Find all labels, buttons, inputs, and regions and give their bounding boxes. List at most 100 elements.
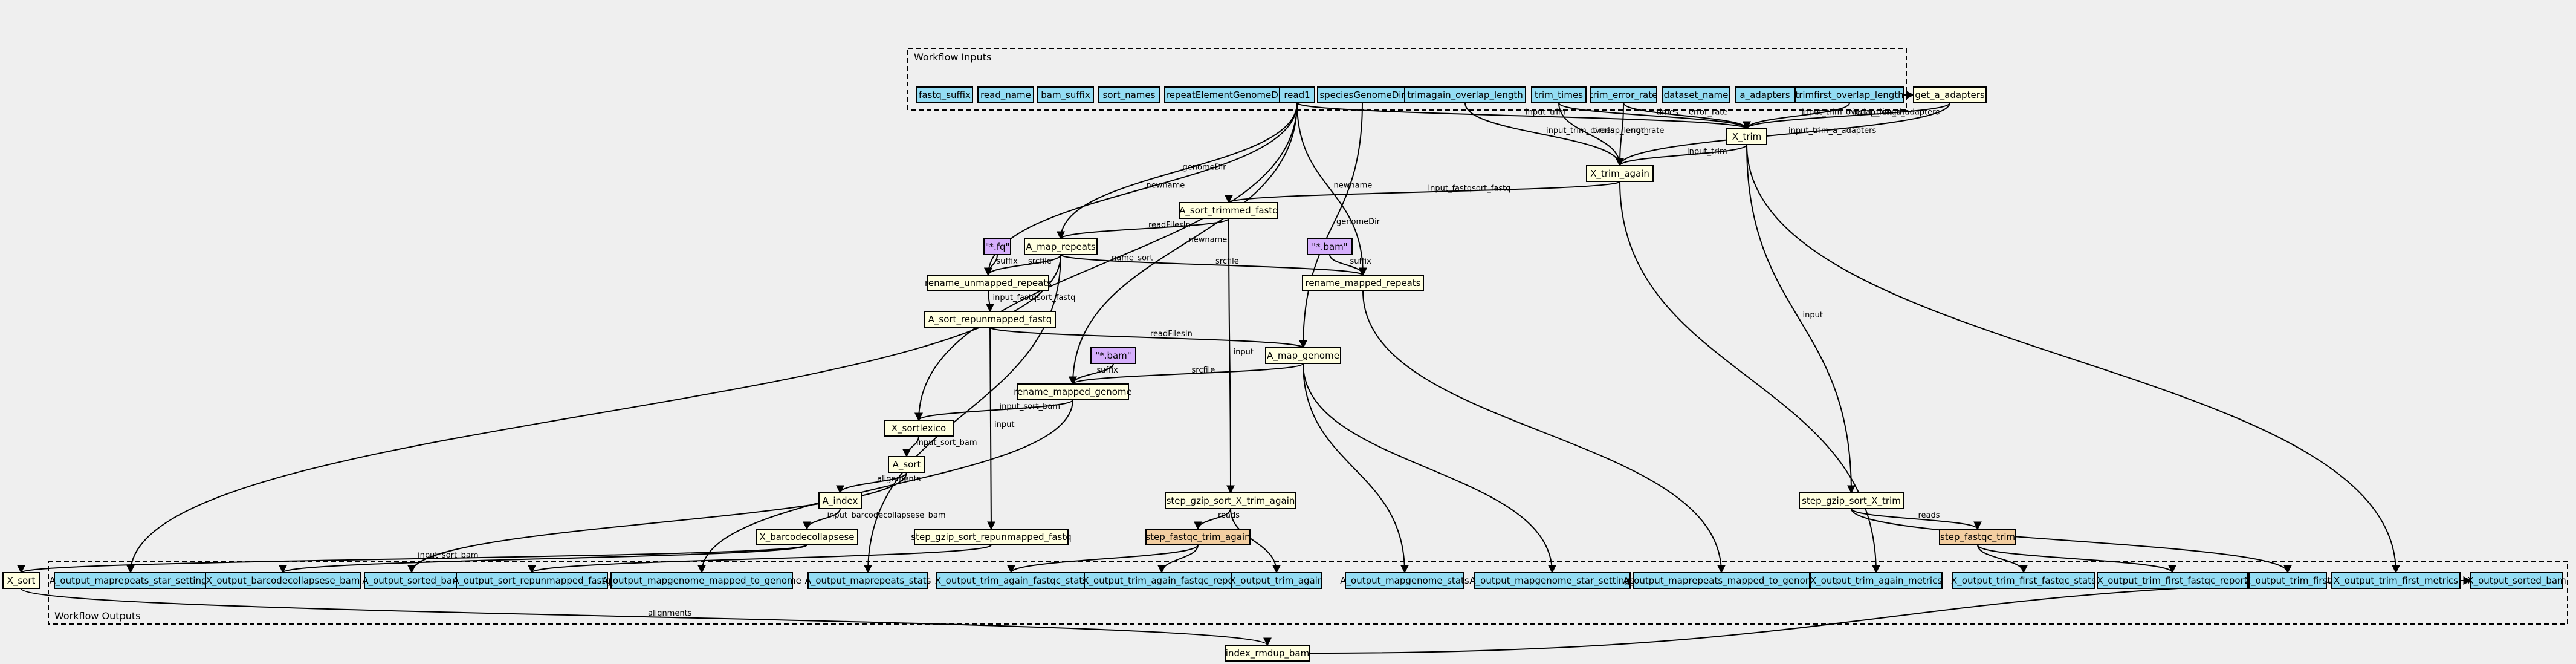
node-A-sort[interactable]: A_sort <box>888 456 925 473</box>
node-index-rmdup-bam[interactable]: index_rmdup_bam <box>1225 645 1310 662</box>
node-speciesGenomeDir[interactable]: speciesGenomeDir <box>1317 86 1408 103</box>
node-o-maprepeats-stats[interactable]: A_output_maprepeats_stats <box>805 572 931 589</box>
node-box-X-sort[interactable] <box>2 572 40 589</box>
node-rename-mapped-genome[interactable]: rename_mapped_genome <box>1014 383 1132 400</box>
node-box-trimfirst-overlap-length[interactable] <box>1794 86 1904 103</box>
node-X-barcodecollapsese[interactable]: X_barcodecollapsese <box>756 529 858 545</box>
node-box-X-sortlexico[interactable] <box>884 420 954 437</box>
node-box-o-trim-first-metrics[interactable] <box>2331 572 2461 589</box>
node-box-trimagain-overlap-length[interactable] <box>1404 86 1526 103</box>
node-box-o-trim-again-fastqc-stats[interactable] <box>936 572 1087 589</box>
node-box-fastq-suffix[interactable] <box>916 86 973 103</box>
node-box-A-map-repeats[interactable] <box>1024 238 1098 255</box>
node-step-gzip-sort-X-trim[interactable]: step_gzip_sort_X_trim <box>1799 492 1904 509</box>
node-fastq-suffix[interactable]: fastq_suffix <box>916 86 973 103</box>
node-box-rename-mapped-genome[interactable] <box>1017 383 1129 400</box>
node-o-trim-again[interactable]: X_output_trim_again <box>1230 572 1324 589</box>
node-box-o-trim-again[interactable] <box>1231 572 1322 589</box>
node-box-sort-names[interactable] <box>1098 86 1160 103</box>
node-o-trim-first[interactable]: X_output_trim_first <box>2245 572 2331 589</box>
node-a-adapters[interactable]: a_adapters <box>1735 86 1795 103</box>
node-dataset-name[interactable]: dataset_name <box>1662 86 1730 103</box>
node-o-mapgenome-stats[interactable]: A_output_mapgenome_stats <box>1340 572 1469 589</box>
node-trimfirst-overlap-length[interactable]: trimfirst_overlap_length <box>1794 86 1904 103</box>
node-o-maprepeats-star-settings[interactable]: A_output_maprepeats_star_settings <box>50 572 212 589</box>
node-step-fastqc-trim-again[interactable]: step_fastqc_trim_again <box>1145 529 1251 545</box>
node-box-fq-default[interactable] <box>983 238 1011 255</box>
node-o-sort-repunmapped-fastq[interactable]: A_output_sort_repunmapped_fastq <box>453 572 611 589</box>
node-read-name[interactable]: read_name <box>977 86 1034 103</box>
node-sort-names[interactable]: sort_names <box>1098 86 1160 103</box>
node-bam-default-1[interactable]: "*.bam" <box>1307 238 1353 255</box>
node-box-step-gzip-sort-X-trim[interactable] <box>1799 492 1904 509</box>
node-o-trim-first-fastqc-report[interactable]: X_output_trim_first_fastqc_report <box>2097 572 2248 589</box>
node-A-index[interactable]: A_index <box>818 492 862 509</box>
node-box-A-sort-repunmapped-fastq[interactable] <box>924 311 1056 328</box>
node-box-trim-error-rate[interactable] <box>1590 86 1657 103</box>
node-A-map-genome[interactable]: A_map_genome <box>1265 347 1341 364</box>
node-box-step-fastqc-trim-again[interactable] <box>1145 529 1251 545</box>
node-bam-default-2[interactable]: "*.bam" <box>1090 347 1136 364</box>
node-read1[interactable]: read1 <box>1279 86 1315 103</box>
node-o-trim-again-fastqc-report[interactable]: X_output_trim_again_fastqc_report <box>1083 572 1241 589</box>
node-box-o-maprepeats-mapped-to-genome[interactable] <box>1633 572 1810 589</box>
node-box-A-index[interactable] <box>818 492 862 509</box>
node-box-step-fastqc-trim[interactable] <box>1939 529 2016 545</box>
node-X-trim[interactable]: X_trim <box>1726 128 1767 145</box>
node-box-o-barcodecollapsese-bam[interactable] <box>205 572 361 589</box>
node-o-maprepeats-mapped-to-genome[interactable]: A_output_maprepeats_mapped_to_genome <box>1623 572 1820 589</box>
node-X-trim-again[interactable]: X_trim_again <box>1586 165 1654 182</box>
node-box-A-map-genome[interactable] <box>1265 347 1341 364</box>
node-box-get-a-adapters[interactable] <box>1913 86 1987 103</box>
node-box-dataset-name[interactable] <box>1662 86 1730 103</box>
node-box-rename-unmapped-repeats[interactable] <box>927 275 1049 291</box>
node-box-X-trim-again[interactable] <box>1586 165 1654 182</box>
node-o-trim-first-metrics[interactable]: X_output_trim_first_metrics <box>2331 572 2461 589</box>
node-box-X-trim[interactable] <box>1726 128 1767 145</box>
node-A-sort-trimmed-fastq[interactable]: A_sort_trimmed_fastq <box>1179 202 1278 219</box>
node-box-bam-default-2[interactable] <box>1090 347 1136 364</box>
node-box-o-trim-again-fastqc-report[interactable] <box>1084 572 1240 589</box>
node-rename-mapped-repeats[interactable]: rename_mapped_repeats <box>1302 275 1424 291</box>
node-box-o-trim-again-metrics[interactable] <box>1810 572 1943 589</box>
node-o-mapgenome-star-settings[interactable]: A_output_mapgenome_star_settings <box>1469 572 1635 589</box>
node-box-o-sorted-bam-x[interactable] <box>2470 572 2563 589</box>
node-o-trim-first-fastqc-stats[interactable]: X_output_trim_first_fastqc_stats <box>1951 572 2096 589</box>
node-step-fastqc-trim[interactable]: step_fastqc_trim <box>1939 529 2016 545</box>
node-trim-times[interactable]: trim_times <box>1531 86 1587 103</box>
node-box-trim-times[interactable] <box>1531 86 1587 103</box>
node-box-o-sort-repunmapped-fastq[interactable] <box>456 572 608 589</box>
node-repeatElementGenomeDir[interactable]: repeatElementGenomeDir <box>1164 86 1286 103</box>
node-o-sorted-bam[interactable]: A_output_sorted_bam <box>362 572 461 589</box>
node-rename-unmapped-repeats[interactable]: rename_unmapped_repeats <box>925 275 1052 291</box>
node-box-read-name[interactable] <box>977 86 1034 103</box>
node-o-sorted-bam-x[interactable]: X_output_sorted_bam <box>2467 572 2566 589</box>
node-step-gzip-sort-repunmapped-fastq[interactable]: step_gzip_sort_repunmapped_fastq <box>911 529 1072 545</box>
node-step-gzip-sort-X-trim-again[interactable]: step_gzip_sort_X_trim_again <box>1165 492 1296 509</box>
node-box-o-maprepeats-stats[interactable] <box>807 572 928 589</box>
node-o-barcodecollapsese-bam[interactable]: X_output_barcodecollapsese_bam <box>205 572 361 589</box>
node-box-bam-default-1[interactable] <box>1307 238 1353 255</box>
node-A-sort-repunmapped-fastq[interactable]: A_sort_repunmapped_fastq <box>924 311 1056 328</box>
node-box-o-mapgenome-star-settings[interactable] <box>1474 572 1631 589</box>
node-box-o-maprepeats-star-settings[interactable] <box>54 572 207 589</box>
node-box-o-trim-first[interactable] <box>2248 572 2327 589</box>
node-A-map-repeats[interactable]: A_map_repeats <box>1024 238 1098 255</box>
node-bam-suffix[interactable]: bam_suffix <box>1037 86 1094 103</box>
node-box-o-mapgenome-mapped-to-genome[interactable] <box>610 572 793 589</box>
node-box-o-trim-first-fastqc-stats[interactable] <box>1952 572 2095 589</box>
node-get-a-adapters[interactable]: get_a_adapters <box>1913 86 1987 103</box>
node-box-A-sort[interactable] <box>888 456 925 473</box>
node-box-repeatElementGenomeDir[interactable] <box>1164 86 1286 103</box>
node-box-rename-mapped-repeats[interactable] <box>1302 275 1424 291</box>
node-trimagain-overlap-length[interactable]: trimagain_overlap_length <box>1404 86 1526 103</box>
node-box-bam-suffix[interactable] <box>1037 86 1094 103</box>
node-box-read1[interactable] <box>1279 86 1315 103</box>
node-box-o-mapgenome-stats[interactable] <box>1345 572 1464 589</box>
node-o-mapgenome-mapped-to-genome[interactable]: A_output_mapgenome_mapped_to_genome <box>602 572 801 589</box>
node-o-trim-again-metrics[interactable]: X_output_trim_again_metrics <box>1810 572 1943 589</box>
node-box-A-sort-trimmed-fastq[interactable] <box>1179 202 1278 219</box>
node-box-o-trim-first-fastqc-report[interactable] <box>2097 572 2248 589</box>
node-box-X-barcodecollapsese[interactable] <box>756 529 858 545</box>
node-fq-default[interactable]: "*.fq" <box>983 238 1011 255</box>
